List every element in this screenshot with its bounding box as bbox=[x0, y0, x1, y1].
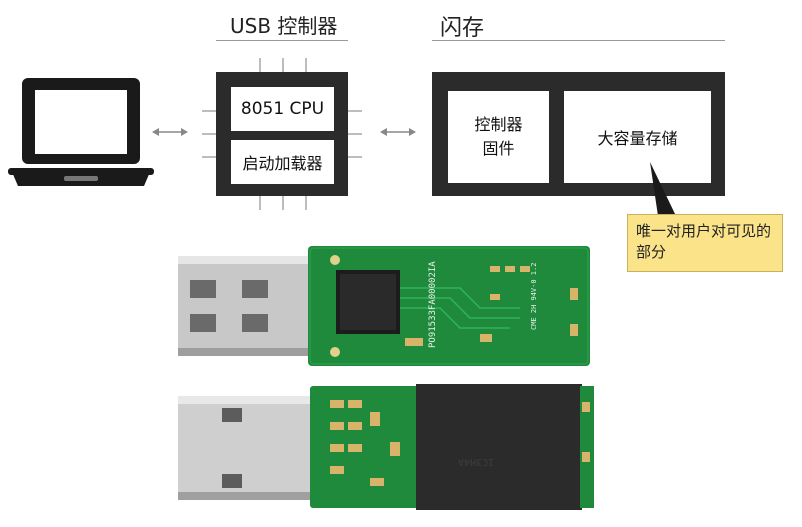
bidirectional-arrow-icon bbox=[150, 125, 190, 139]
laptop-icon bbox=[8, 76, 154, 194]
bootloader-box: 启动加载器 bbox=[231, 140, 334, 184]
usb-stick-photo-bottom: 1C3H4A bbox=[160, 382, 600, 512]
top-board-silkscreen: PO91533FA00002IA bbox=[428, 261, 438, 348]
top-board-marking: CME 2H 94V-0 1.2 bbox=[530, 262, 538, 330]
mass-storage-label: 大容量存储 bbox=[597, 129, 678, 148]
flash-title: 闪存 bbox=[440, 16, 485, 41]
mass-storage-box: 大容量存储 bbox=[564, 91, 711, 183]
callout-pointer bbox=[640, 160, 680, 220]
firmware-box: 控制器 固件 bbox=[448, 91, 549, 183]
bidirectional-arrow-icon bbox=[378, 125, 418, 139]
bottom-chip-text: 1C3H4A bbox=[458, 456, 495, 467]
cpu-box: 8051 CPU bbox=[231, 87, 334, 131]
callout-note: 唯一对用户对可见的部分 bbox=[627, 214, 783, 272]
flash-divider bbox=[432, 40, 725, 41]
cpu-label: 8051 CPU bbox=[240, 99, 325, 119]
usb-stick-photo-top: PO91533FA00002IA CME 2H 94V-0 1.2 bbox=[160, 238, 600, 368]
firmware-label-line2: 固件 bbox=[482, 139, 515, 158]
callout-text: 唯一对用户对可见的部分 bbox=[636, 222, 772, 261]
usb-controller-title: USB 控制器 bbox=[230, 14, 338, 38]
usb-controller-divider bbox=[216, 40, 348, 41]
firmware-label-line1: 控制器 bbox=[474, 115, 523, 134]
bootloader-label: 启动加载器 bbox=[242, 154, 323, 173]
